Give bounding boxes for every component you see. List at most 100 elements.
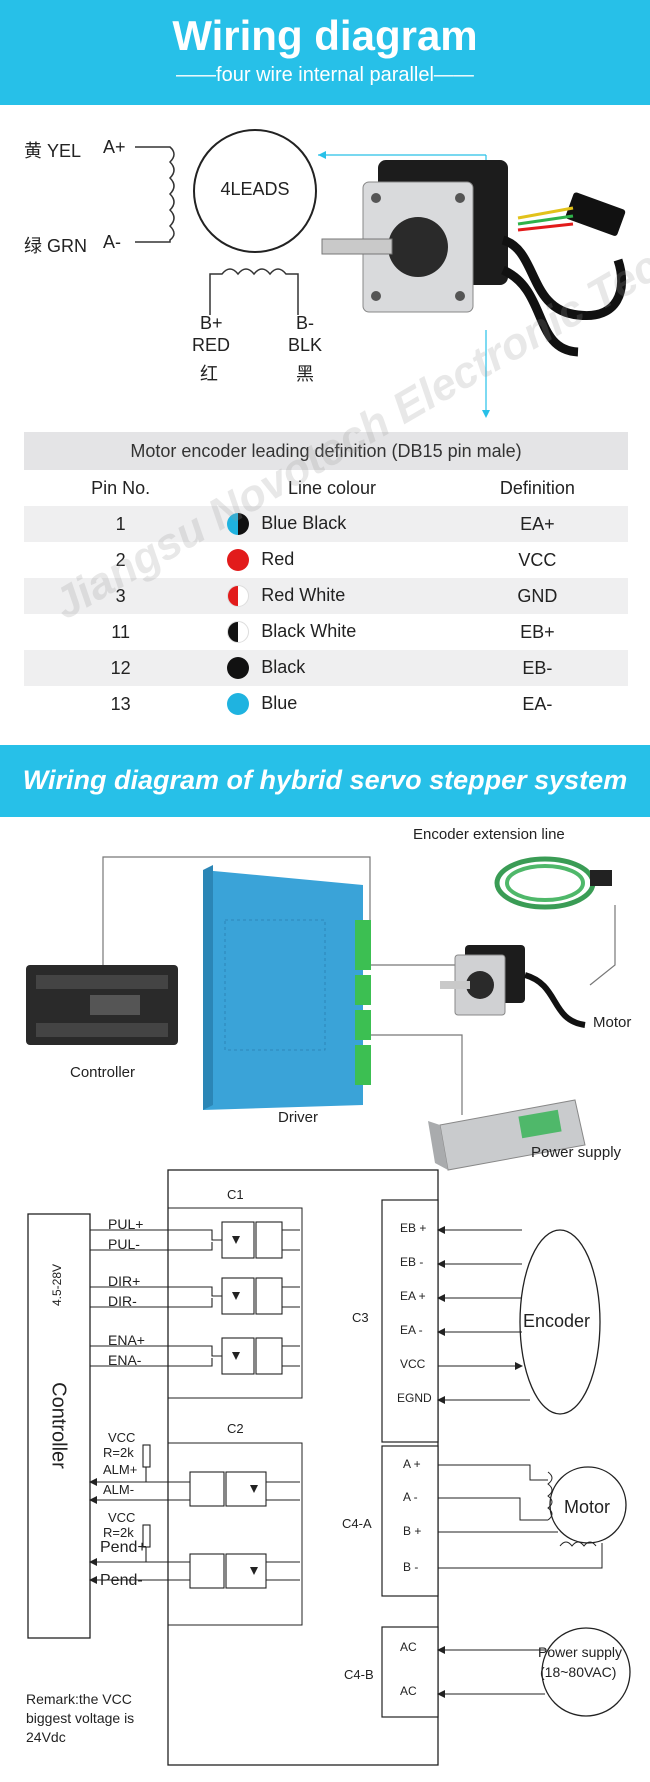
lead-grn-label: 绿 GRN xyxy=(24,236,87,256)
controller-label: Controller xyxy=(70,1064,136,1081)
ena-plus-label: ENA+ xyxy=(108,1332,145,1348)
motor-b-minus-label: B - xyxy=(403,1560,419,1574)
schematic-drawing xyxy=(27,1169,631,1766)
page-subtitle: ——four wire internal parallel—— xyxy=(176,64,474,86)
motor-b-plus-label: B + xyxy=(403,1524,422,1538)
lead-yel-label: 黄 YEL xyxy=(24,141,82,161)
pin-cell: 3 xyxy=(115,585,126,606)
stepper-motor-image xyxy=(318,151,627,418)
remark-line: Remark:the VCC xyxy=(26,1691,132,1707)
leads-count-label: 4LEADS xyxy=(220,179,290,199)
dir-plus-label: DIR+ xyxy=(108,1273,141,1289)
motor-a-plus-label: A + xyxy=(403,1457,421,1471)
motor-a-minus-label: A - xyxy=(403,1490,418,1504)
table-row: 12 Black EB- xyxy=(24,650,628,686)
vcc2-label: VCC xyxy=(108,1510,136,1525)
lead-coil-b xyxy=(209,268,299,315)
black-dot-icon xyxy=(227,657,250,680)
header-band: Wiring diagram ——four wire internal para… xyxy=(0,0,650,105)
ac2-label: AC xyxy=(400,1684,417,1698)
pul-minus-label: PUL- xyxy=(108,1236,140,1252)
lead-blk-label: BLK xyxy=(288,335,323,355)
colour-cell: Red xyxy=(261,548,295,569)
lead-a-plus-label: A+ xyxy=(103,137,126,157)
table-row: 3 Red White GND xyxy=(24,578,628,614)
definition-cell: EA+ xyxy=(520,513,555,534)
table-row: 11 Black White EB+ xyxy=(24,614,628,650)
voltage-label: 4.5-28V xyxy=(50,1263,64,1306)
c4b-label: C4-B xyxy=(344,1667,374,1682)
pin-cell: 13 xyxy=(110,693,131,714)
ea-minus-label: EA - xyxy=(400,1323,423,1337)
c1-label: C1 xyxy=(227,1187,244,1202)
c2-label: C2 xyxy=(227,1421,244,1436)
driver-label: Driver xyxy=(278,1109,318,1126)
pin-cell: 1 xyxy=(115,513,126,534)
system-title: Wiring diagram of hybrid servo stepper s… xyxy=(22,765,628,795)
r2-label: R=2k xyxy=(103,1525,134,1540)
header-pin: Pin No. xyxy=(91,477,151,498)
ac1-label: AC xyxy=(400,1640,417,1654)
pul-plus-label: PUL+ xyxy=(108,1216,144,1232)
lead-red-cn-label: 红 xyxy=(200,364,218,384)
lead-blk-cn-label: 黑 xyxy=(296,364,314,384)
definition-cell: EB- xyxy=(522,657,553,678)
definition-cell: EB+ xyxy=(520,621,555,642)
r1-label: R=2k xyxy=(103,1445,134,1460)
remark-note: Remark:the VCC biggest voltage is 24Vdc xyxy=(26,1690,134,1747)
schematic-power-supply-label: Power supply xyxy=(538,1644,623,1660)
motor-leads-circle: 4LEADS xyxy=(193,129,317,253)
system-wiring-drawing xyxy=(26,856,616,1171)
colour-cell: Blue xyxy=(261,692,298,713)
ea-plus-label: EA + xyxy=(400,1289,426,1303)
vcc1-label: VCC xyxy=(108,1430,136,1445)
colour-cell: Black White xyxy=(261,620,357,641)
colour-cell: Blue Black xyxy=(261,512,347,533)
lead-coil-a xyxy=(135,146,175,243)
lead-a-minus-label: A- xyxy=(103,232,121,252)
blue-dot-icon xyxy=(227,693,250,716)
schematic-motor-label: Motor xyxy=(564,1497,611,1517)
motor-label: Motor xyxy=(593,1014,632,1031)
system-band: Wiring diagram of hybrid servo stepper s… xyxy=(0,745,650,817)
blue-black-dot-icon xyxy=(227,513,250,536)
definition-cell: EA- xyxy=(522,693,553,714)
c4a-label: C4-A xyxy=(342,1516,372,1531)
remark-line: biggest voltage is xyxy=(26,1710,135,1726)
egnd-label: EGND xyxy=(397,1391,432,1405)
encoder-label: Encoder xyxy=(523,1311,591,1331)
c3-label: C3 xyxy=(352,1310,369,1325)
header-colour: Line colour xyxy=(287,477,377,498)
power-range-label: (18~80VAC) xyxy=(540,1664,617,1680)
table-row: 1 Blue Black EA+ xyxy=(24,506,628,542)
colour-cell: Black xyxy=(261,656,306,677)
colour-cell: Red White xyxy=(261,584,346,605)
encoder-table-header: Pin No. Line colour Definition xyxy=(24,470,628,506)
definition-cell: GND xyxy=(517,585,558,606)
lead-red-label: RED xyxy=(192,335,231,355)
pend-minus-label: Pend- xyxy=(100,1572,143,1589)
pend-plus-label: Pend+ xyxy=(100,1539,147,1556)
dir-minus-label: DIR- xyxy=(108,1293,137,1309)
ena-minus-label: ENA- xyxy=(108,1352,142,1368)
eb-plus-label: EB + xyxy=(400,1221,427,1235)
power-supply-label: Power supply xyxy=(531,1144,622,1161)
header-definition: Definition xyxy=(499,477,575,498)
lead-b-minus-label: B- xyxy=(296,313,314,333)
table-row: 13 Blue EA- xyxy=(24,686,628,722)
pin-cell: 2 xyxy=(115,549,126,570)
remark-line: 24Vdc xyxy=(26,1729,66,1745)
page-title: Wiring diagram xyxy=(172,12,478,59)
red-white-dot-icon xyxy=(227,585,250,608)
definition-cell: VCC xyxy=(518,549,557,570)
pin-cell: 12 xyxy=(110,657,131,678)
black-white-dot-icon xyxy=(227,621,250,644)
table-row: 2 Red VCC xyxy=(24,542,628,578)
alm-plus-label: ALM+ xyxy=(103,1462,138,1477)
alm-minus-label: ALM- xyxy=(103,1482,135,1497)
red-dot-icon xyxy=(227,549,250,572)
encoder-line-label: Encoder extension line xyxy=(413,826,565,843)
encoder-table-caption: Motor encoder leading definition (DB15 p… xyxy=(24,432,628,470)
pin-cell: 11 xyxy=(111,621,130,642)
encoder-table: Pin No. Line colour Definition 1 Blue Bl… xyxy=(24,470,628,722)
